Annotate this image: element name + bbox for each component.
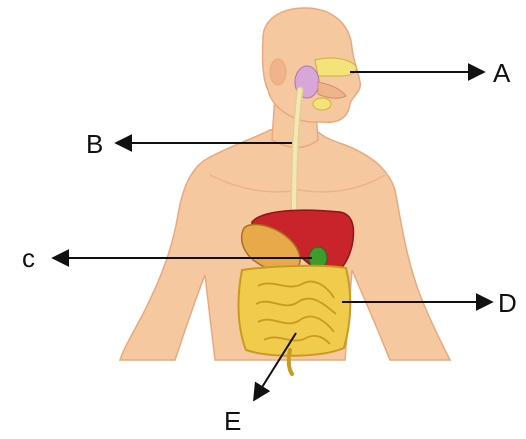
ear bbox=[270, 59, 286, 85]
salivary-gland-lower bbox=[313, 98, 331, 110]
large-intestine bbox=[239, 266, 351, 356]
label-a: A bbox=[493, 58, 511, 88]
label-e: E bbox=[224, 406, 241, 436]
label-d: D bbox=[498, 288, 517, 318]
label-b: B bbox=[86, 129, 103, 159]
label-c: c bbox=[22, 243, 35, 273]
